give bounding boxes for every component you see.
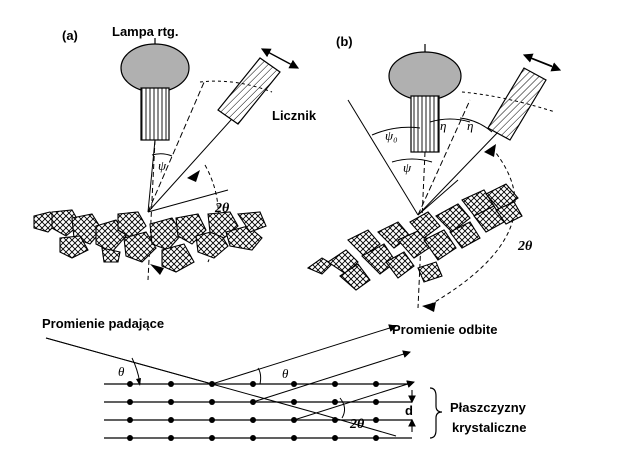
normal-line [147,139,156,281]
panel-a: (a) Lampa rtg. ψ 2θ Licznik [33,24,317,281]
diffracted-beam [147,109,241,213]
incident-beam [147,139,156,213]
planes-label-line1: Płaszczyzny [450,400,527,415]
counter-icon-b [487,53,562,141]
xray-tube-label: Lampa rtg. [112,24,178,39]
diffracted-beam-b [417,129,501,216]
incident-ray-1-ext [45,337,321,415]
ref-line-b [417,179,459,216]
psi-label-a: ψ [158,158,167,173]
planes-bracket [429,387,443,439]
bisector-b [417,99,471,216]
xray-tube-icon [120,38,190,141]
psi0-label: ψ₀ [385,128,398,143]
psi-label-b: ψ [403,160,412,175]
sample-grains-b [306,183,523,291]
reflected-ray-1 [211,324,397,385]
two-theta-label-bragg: 2θ [349,417,365,432]
incident-rays-label: Promienie padające [42,316,164,331]
bragg-diagram: Promienie padające Promienie odbite θ [42,316,527,441]
eta-left-label: η [440,118,446,133]
theta-right-label: θ [282,366,289,381]
reference-line [147,189,229,213]
reflected-ray-3 [293,380,415,421]
panel-b: (b) ψ₀ ψ η η 2θ [306,34,562,312]
d-spacing-arrows [408,390,416,432]
sample-grains-a [33,209,267,273]
sample-normal [147,79,206,213]
normal-line-b [417,151,426,309]
panel-a-letter: (a) [62,28,78,43]
xray-tube-icon-b [388,44,462,153]
two-theta-label-b: 2θ [517,239,533,254]
eta-right-label: η [467,118,473,133]
counter-label: Licznik [272,108,317,123]
incident-ray-1-tail [319,413,397,437]
spacing-d-label: d [405,403,413,418]
panel-b-letter: (b) [336,34,353,49]
counter-icon [217,48,300,125]
tilted-normal-b [347,99,419,216]
crystal-planes [104,383,412,439]
reflected-ray-2 [252,350,411,403]
reflected-rays-label: Promienie odbite [392,322,497,337]
atoms [127,381,379,441]
planes-label-line2: krystaliczne [452,420,526,435]
theta-left-label: θ [118,364,125,379]
